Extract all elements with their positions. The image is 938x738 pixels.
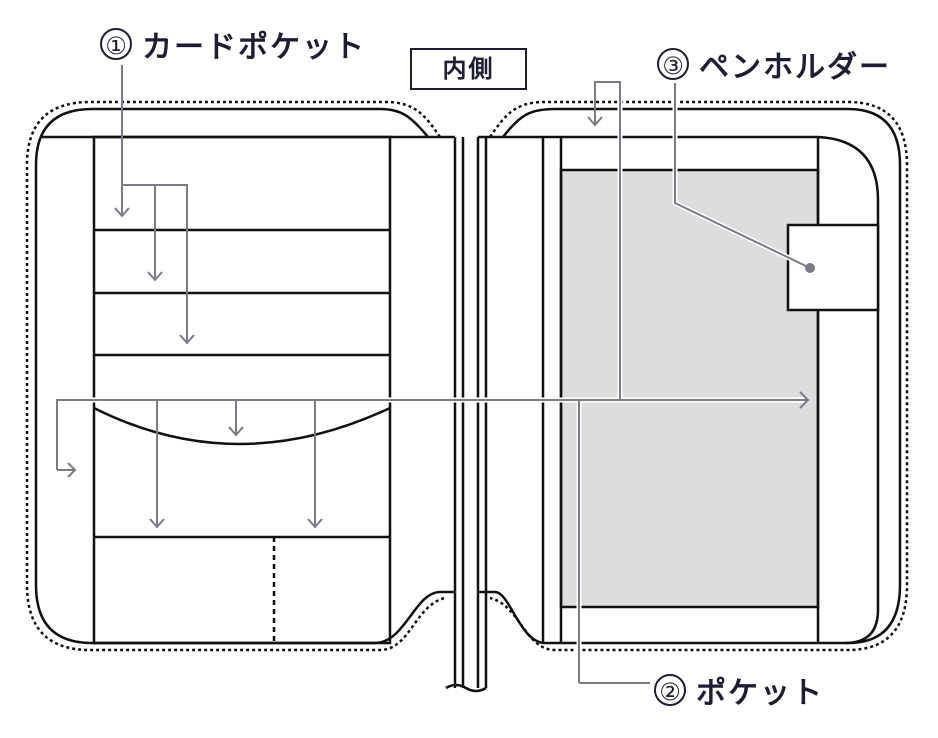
- right-zipper-outline: [488, 100, 909, 652]
- left-cover: [34, 107, 455, 645]
- spine-break: [445, 683, 487, 693]
- pen-holder-dot: [805, 263, 815, 273]
- inside-label: 内側: [410, 48, 527, 90]
- card-panel: [92, 135, 392, 645]
- left-zipper-outline: [25, 100, 446, 652]
- document-pocket: [559, 168, 820, 609]
- pen-holder: [786, 223, 880, 312]
- right-cover: [478, 107, 902, 645]
- callout-number: ②: [654, 674, 686, 706]
- leader-lines: [56, 65, 811, 684]
- curved-pocket: [93, 406, 391, 446]
- callout-number: ①: [100, 28, 132, 60]
- callout-number: ③: [657, 48, 689, 80]
